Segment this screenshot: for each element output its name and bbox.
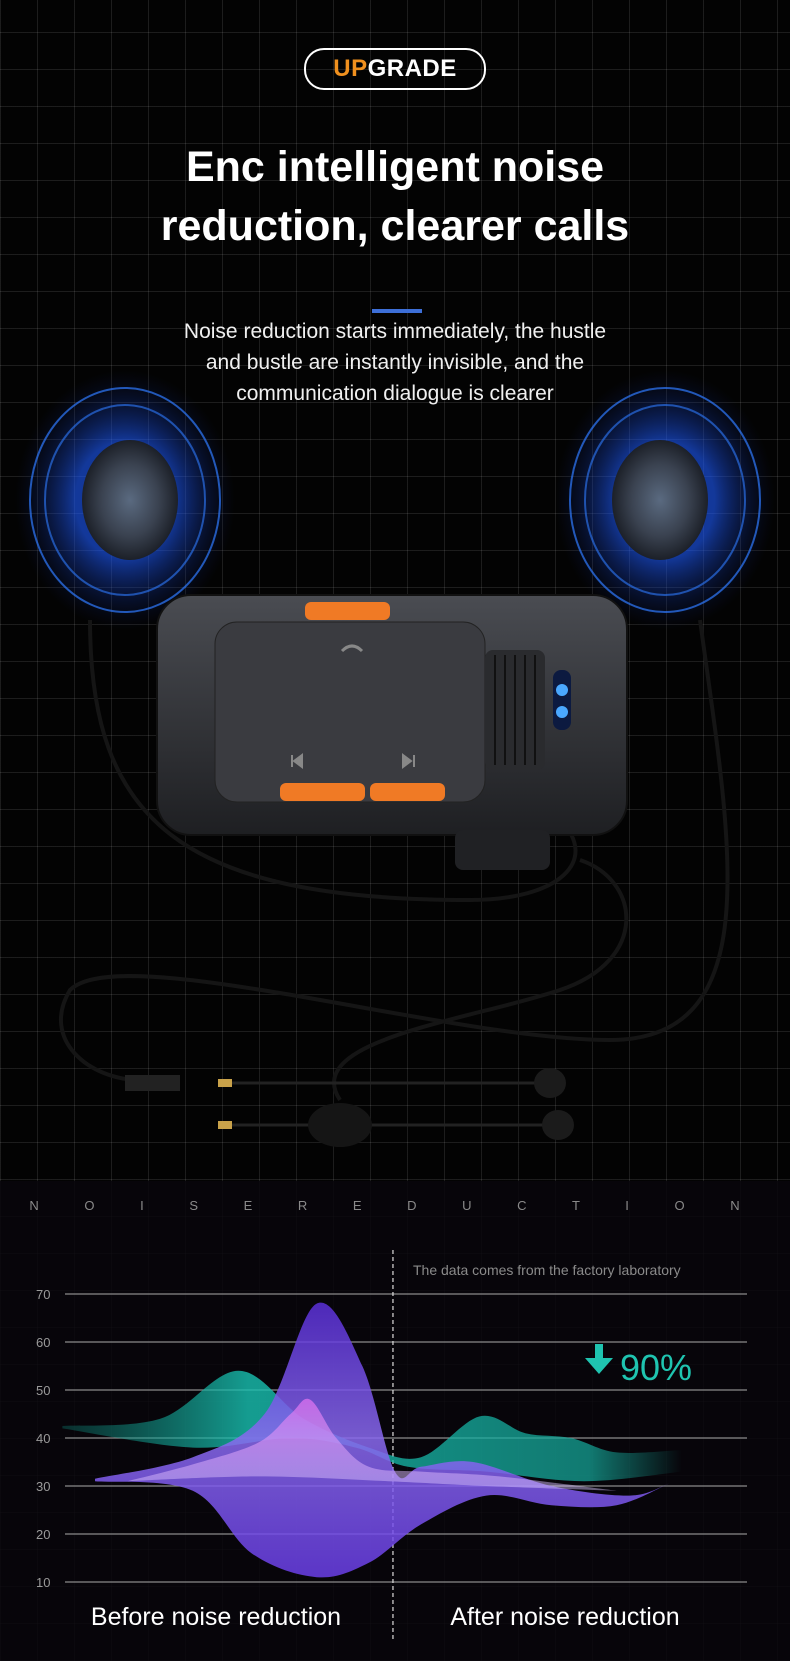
- connector-plug: [455, 830, 550, 870]
- y-tick-label: 30: [36, 1479, 50, 1494]
- section-title: N O I S E R E D U C T I O N: [29, 1198, 761, 1213]
- headline: Enc intelligent noise reduction, clearer…: [0, 138, 790, 256]
- before-label: Before noise reduction: [91, 1603, 341, 1631]
- orange-button-left: [280, 783, 365, 801]
- after-label: After noise reduction: [450, 1603, 679, 1631]
- cables: [58, 619, 730, 1102]
- noise-reduction-section: [0, 1181, 790, 1661]
- y-tick-label: 60: [36, 1335, 50, 1350]
- y-tick-label: 20: [36, 1527, 50, 1542]
- headset-device: [156, 594, 628, 870]
- arrow-down-icon: [585, 1344, 613, 1374]
- blue-led-icon: [556, 706, 568, 718]
- right-speaker: [555, 370, 775, 630]
- badge-rest: GRADE: [367, 55, 457, 82]
- subtitle-line-1: Noise reduction starts immediately, the …: [183, 320, 607, 343]
- blue-led-icon: [556, 684, 568, 696]
- headline-line-2: reduction, clearer calls: [160, 202, 630, 250]
- y-tick-label: 70: [36, 1287, 50, 1302]
- product-image: [15, 370, 775, 1147]
- orange-button-right: [370, 783, 445, 801]
- accent-divider: [372, 309, 422, 313]
- previous-icon: [291, 753, 303, 769]
- y-tick-label: 40: [36, 1431, 50, 1446]
- reduction-percent: 90%: [620, 1347, 692, 1388]
- subtitle: Noise reduction starts immediately, the …: [0, 316, 790, 409]
- area-pink: [127, 1398, 617, 1491]
- area-teal: [62, 1370, 682, 1482]
- subtitle-line-3: communication dialogue is clearer: [236, 382, 554, 405]
- subtitle-line-2: and bustle are instantly invisible, and …: [205, 351, 585, 374]
- area-purple: [95, 1302, 669, 1578]
- phone-icon: [340, 644, 364, 653]
- next-icon: [402, 753, 415, 769]
- badge-highlight: UP: [333, 55, 368, 82]
- y-tick-label: 50: [36, 1383, 50, 1398]
- data-source-note: The data comes from the factory laborato…: [413, 1262, 681, 1278]
- orange-button-top: [305, 602, 390, 620]
- y-tick-label: 10: [36, 1575, 50, 1590]
- left-speaker: [15, 370, 235, 630]
- microphones: [125, 1068, 574, 1147]
- headline-line-1: Enc intelligent noise: [185, 143, 605, 191]
